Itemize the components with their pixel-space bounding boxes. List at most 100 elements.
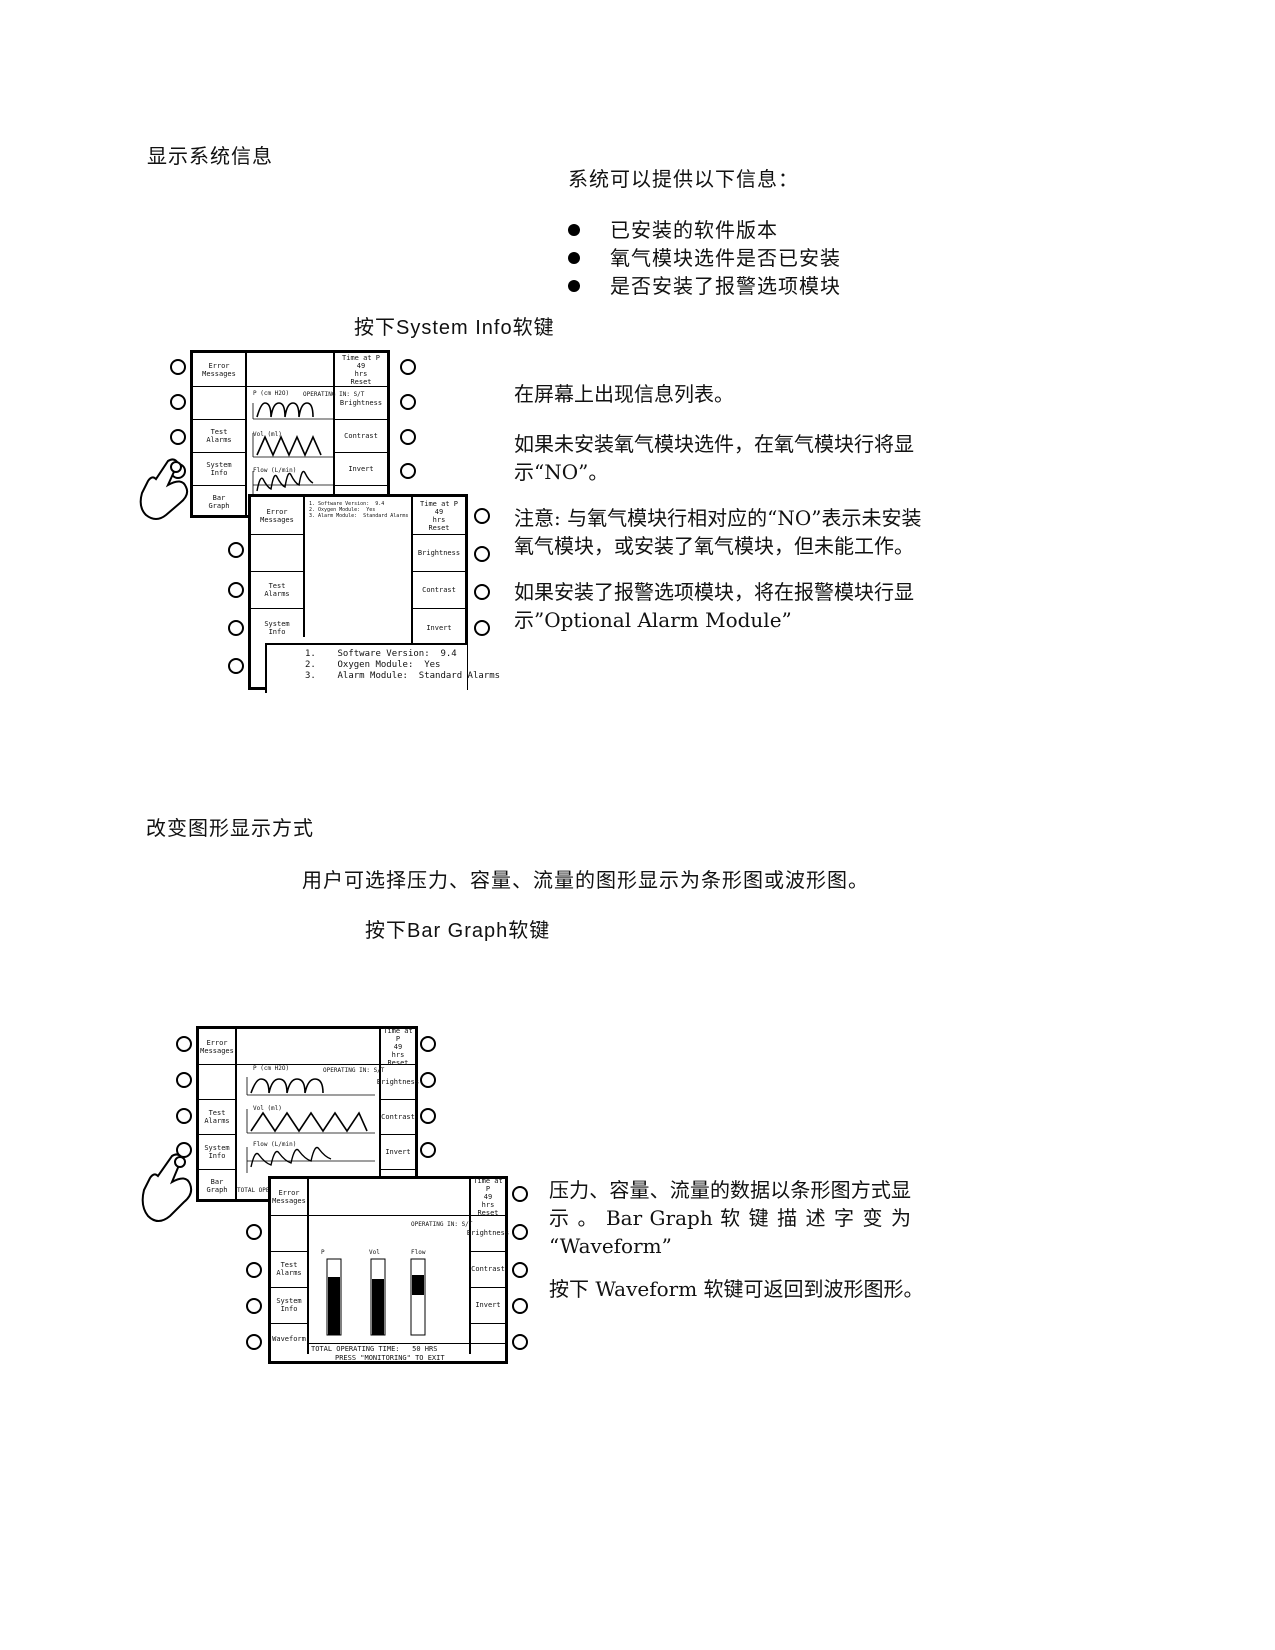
softkey-error-messages[interactable]: Error Messages [251, 497, 303, 535]
device-knob[interactable] [246, 1298, 262, 1314]
device-knob[interactable] [170, 429, 186, 445]
sysinfo-zoom-panel: 1. Software Version: 9.4 2. Oxygen Modul… [265, 643, 500, 693]
device-knob[interactable] [512, 1186, 528, 1202]
device-knob[interactable] [474, 546, 490, 562]
softkey-error-messages[interactable]: Error Messages [271, 1179, 307, 1216]
softkey-test-alarms[interactable]: Test Alarms [251, 571, 303, 609]
section-intro: 系统可以提供以下信息： [568, 167, 799, 191]
softkey-system-info[interactable]: System Info [193, 452, 245, 486]
device-knob[interactable] [228, 582, 244, 598]
section-title-graph-mode: 改变图形显示方式 [146, 816, 314, 840]
softkey-blank[interactable] [199, 1064, 235, 1100]
softkey-blank[interactable] [271, 1215, 307, 1252]
hand-pointer-icon [141, 1153, 193, 1222]
softkey-error-messages[interactable]: Error Messages [199, 1029, 235, 1065]
pressure-bar [328, 1277, 340, 1335]
device-knob[interactable] [246, 1224, 262, 1240]
device-knob[interactable] [512, 1224, 528, 1240]
softkey-blank[interactable] [251, 534, 303, 572]
device-knob[interactable] [170, 359, 186, 375]
softkey-system-info[interactable]: System Info [271, 1287, 307, 1324]
softkey-test-alarms[interactable]: Test Alarms [199, 1099, 235, 1135]
device-knob[interactable] [400, 429, 416, 445]
device-knob[interactable] [512, 1262, 528, 1278]
device-waveform-screen-2: Error Messages Test Alarms System Info B… [174, 1026, 444, 1206]
device-knob[interactable] [420, 1036, 436, 1052]
softkey-error-messages[interactable]: Error Messages [193, 353, 245, 387]
softkey-test-alarms[interactable]: Test Alarms [271, 1251, 307, 1288]
softkey-invert[interactable]: Invert [335, 452, 387, 486]
device-waveform-screen-1: Error Messages Test Alarms System Info B… [168, 350, 418, 520]
device-knob[interactable] [176, 1142, 192, 1158]
softkey-contrast[interactable]: Contrast [381, 1099, 415, 1135]
softkey-reset[interactable]: Time at P 49 hrs Reset [471, 1177, 505, 1217]
device-knob[interactable] [420, 1072, 436, 1088]
instruction-bar-graph: 按下Bar Graph软键 [365, 918, 551, 942]
device-knob[interactable] [228, 542, 244, 558]
volume-bar [372, 1279, 384, 1335]
softkey-brightness[interactable]: Brightness [467, 1215, 509, 1252]
device-knob[interactable] [176, 1036, 192, 1052]
softkey-system-info[interactable]: System Info [199, 1134, 235, 1170]
softkey-contrast[interactable]: Contrast [413, 571, 465, 609]
softkey-reset[interactable]: Time at P 49 hrs Reset [335, 353, 387, 387]
bar-label-flow: Flow [411, 1249, 426, 1256]
softkey-invert[interactable]: Invert [471, 1287, 505, 1324]
device-knob[interactable] [420, 1108, 436, 1124]
bullet-icon [568, 224, 580, 236]
paragraph-waveform-return: 按下 Waveform 软键可返回到波形图形。 [549, 1277, 924, 1301]
info-bullet-list: 已安装的软件版本 氧气模块选件是否已安装 是否安装了报警选项模块 [568, 216, 841, 300]
paragraph-alarm-module: 如果安装了报警选项模块，将在报警模块行显示”Optional Alarm Mod… [514, 580, 914, 632]
softkey-reset[interactable]: Time at P 49 hrs Reset [413, 497, 465, 535]
list-item: 是否安装了报警选项模块 [568, 272, 841, 300]
flow-bar [412, 1275, 424, 1295]
device-knob[interactable] [400, 463, 416, 479]
paragraph-list-appears: 在屏幕上出现信息列表。 [514, 382, 734, 406]
device-system-info-screen: Error Messages Test Alarms System Info T… [226, 494, 500, 693]
softkey-bar-graph[interactable]: Bar Graph [208, 493, 230, 510]
sysinfo-small-line: 2. Oxygen Module: Yes [309, 507, 376, 513]
device-knob[interactable] [474, 620, 490, 636]
softkey-invert[interactable]: Invert [381, 1134, 415, 1170]
hand-pointer-icon [139, 458, 189, 520]
device-knob[interactable] [400, 359, 416, 375]
softkey-system-info[interactable]: System Info [264, 620, 290, 636]
softkey-waveform[interactable]: Waveform [272, 1334, 306, 1343]
softkey-contrast[interactable]: Contrast [335, 419, 387, 453]
softkey-contrast[interactable]: Contrast [471, 1251, 505, 1288]
softkey-test-alarms[interactable]: Test Alarms [193, 419, 245, 453]
softkey-blank[interactable] [193, 386, 245, 420]
section-intro-graph: 用户可选择压力、容量、流量的图形显示为条形图或波形图。 [302, 868, 869, 892]
device-knob[interactable] [400, 394, 416, 410]
device-knob[interactable] [170, 394, 186, 410]
device-knob[interactable] [246, 1262, 262, 1278]
sysinfo-small-line: 3. Alarm Module: Standard Alarms [309, 513, 409, 519]
softkey-bar-graph[interactable]: Bar Graph [206, 1177, 228, 1194]
device-knob[interactable] [246, 1334, 262, 1350]
list-item: 氧气模块选件是否已安装 [568, 244, 841, 272]
softkey-brightness[interactable]: Brightness [413, 534, 465, 572]
bullet-icon [568, 280, 580, 292]
softkey-brightness[interactable]: Brightness [377, 1064, 419, 1100]
device-knob[interactable] [474, 584, 490, 600]
volume-label: Vol (ml) [253, 1105, 282, 1112]
device-knob[interactable] [474, 508, 490, 524]
device-knob[interactable] [420, 1142, 436, 1158]
device-knob[interactable] [176, 1072, 192, 1088]
device-knob[interactable] [512, 1298, 528, 1314]
softkey-brightness[interactable]: Brightness [335, 386, 387, 420]
softkey-invert[interactable]: Invert [413, 608, 465, 648]
sysinfo-small-line: 1. Software Version: 9.4 [309, 501, 385, 507]
device-knob[interactable] [512, 1334, 528, 1350]
device-knob[interactable] [176, 1108, 192, 1124]
sysinfo-oxygen-module: 2. Oxygen Module: Yes [305, 660, 441, 670]
footer-operating-time: TOTAL OPERATING TIME: 50 HRS [311, 1345, 438, 1353]
softkey-reset[interactable]: Time at P 49 hrs Reset [381, 1027, 415, 1067]
device-bar-graph-screen: Error Messages Test Alarms System Info W… [244, 1176, 534, 1366]
device-knob[interactable] [228, 620, 244, 636]
paragraph-no-oxygen: 如果未安装氧气模块选件，在氧气模块行将显示“NO”。 [514, 432, 914, 484]
device-knob[interactable] [228, 658, 244, 674]
volume-label: Vol (ml) [253, 431, 282, 438]
footer-exit-hint: PRESS "MONITORING" TO EXIT [335, 1354, 445, 1362]
